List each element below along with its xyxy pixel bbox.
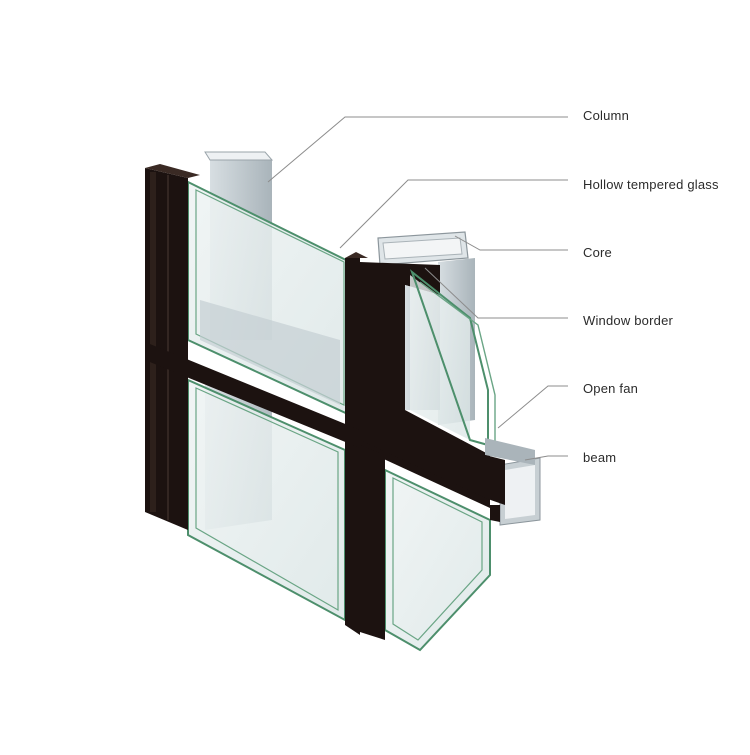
callout-label-hollow-tempered-glass: Hollow tempered glass bbox=[583, 177, 719, 192]
leader-line-window-border bbox=[424, 267, 568, 319]
leader-line-glass bbox=[339, 179, 568, 249]
center-mullion bbox=[345, 252, 368, 635]
callout-label-window-border: Window border bbox=[583, 313, 674, 328]
callout-label-open-fan: Open fan bbox=[583, 381, 639, 396]
callout-label-beam: beam bbox=[583, 450, 617, 465]
callout-leader-lines bbox=[267, 116, 568, 461]
callout-label-core: Core bbox=[583, 245, 612, 260]
open-fan-glass bbox=[409, 269, 496, 448]
right-lower-mullion bbox=[360, 445, 500, 640]
callout-label-column: Column bbox=[583, 108, 629, 123]
leader-line-beam bbox=[524, 455, 568, 461]
leader-line-column bbox=[267, 116, 568, 183]
leader-line-core bbox=[454, 235, 568, 251]
leader-line-open-fan bbox=[497, 385, 568, 429]
left-mullion bbox=[145, 164, 200, 530]
beam-profile bbox=[499, 457, 541, 526]
open-fan-bottom-profile bbox=[485, 438, 535, 505]
